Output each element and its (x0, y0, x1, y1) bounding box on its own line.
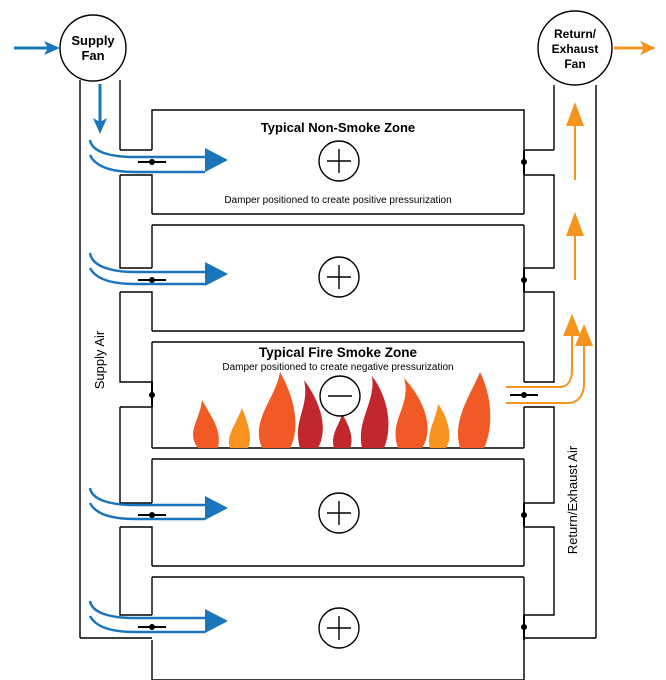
supply-arrow-floor-4 (88, 487, 228, 521)
fire-smoke-zone-title: Typical Fire Smoke Zone (259, 345, 418, 360)
supply-dampers (138, 159, 166, 630)
return-fan-label-line3: Fan (564, 57, 585, 71)
exhaust-riser-arrow-1 (566, 212, 584, 280)
supply-duct (79, 80, 153, 639)
supply-air-label: Supply Air (92, 330, 107, 389)
supply-intake-arrow (14, 41, 60, 55)
supply-arrow-floor-5 (88, 600, 228, 634)
return-dampers (510, 150, 538, 640)
exhaust-outlet-arrow (614, 41, 656, 55)
positive-pressure-icon (318, 492, 360, 534)
return-exhaust-air-label: Return/Exhaust Air (565, 445, 580, 554)
positive-pressure-icon (318, 140, 360, 182)
negative-pressurization-note: Damper positioned to create negative pre… (222, 362, 453, 373)
return-fan-label-line2: Exhaust (552, 42, 599, 56)
supply-arrow-floor-1 (88, 139, 228, 174)
positive-pressure-icon (318, 256, 360, 298)
exhaust-airflow-arrows (506, 102, 593, 404)
fire-flames (193, 372, 491, 448)
positive-pressurization-note: Damper positioned to create positive pre… (224, 195, 451, 206)
supply-fan-label-line2: Fan (81, 48, 104, 63)
non-smoke-zone-title: Typical Non-Smoke Zone (261, 120, 415, 135)
supply-arrow-floor-2 (88, 252, 228, 286)
return-duct (523, 85, 597, 639)
supply-down-arrow (93, 84, 107, 134)
return-fan: Return/ Exhaust Fan (537, 10, 613, 86)
supply-fan: Supply Fan (59, 14, 127, 82)
exhaust-arrow-fire-floor (506, 314, 593, 404)
positive-pressure-icon (318, 607, 360, 649)
negative-pressure-icon (319, 375, 361, 417)
exhaust-riser-arrow-2 (566, 102, 584, 180)
return-fan-label-line1: Return/ (554, 27, 597, 41)
supply-fan-label-line1: Supply (71, 33, 115, 48)
supply-airflow-arrows (88, 139, 228, 634)
